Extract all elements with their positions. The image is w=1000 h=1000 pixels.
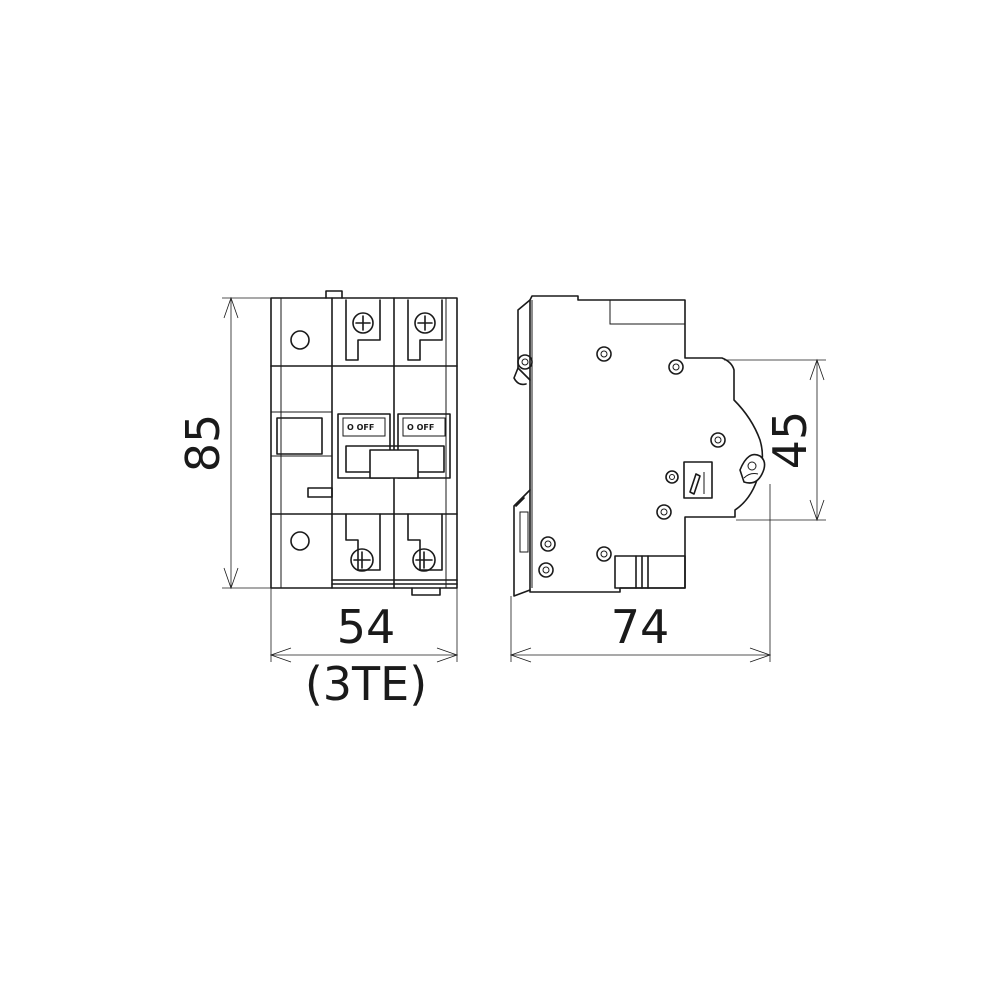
screw-icon xyxy=(350,548,374,572)
front-hole-top xyxy=(290,330,310,350)
side-indicator-window xyxy=(683,461,713,499)
side-body-outline xyxy=(529,295,764,593)
rivet-icon xyxy=(596,346,612,362)
switch-2-label: O OFF xyxy=(407,423,434,432)
side-view xyxy=(513,295,766,597)
dimension-lines xyxy=(222,296,826,663)
front-body-outline xyxy=(270,297,458,589)
rivet-icon xyxy=(668,359,684,375)
front-hole-bottom xyxy=(290,531,310,551)
rivet-icon xyxy=(710,432,726,448)
rivet-icon xyxy=(540,536,556,552)
screw-icon xyxy=(412,548,436,572)
rivet-icon xyxy=(665,470,679,484)
dim-modules-label: (3TE) xyxy=(305,657,427,711)
rivet-icon xyxy=(596,546,612,562)
dim-height-label: 85 xyxy=(176,414,230,473)
switch-1-label: O OFF xyxy=(347,423,374,432)
screw-icon xyxy=(414,312,436,334)
rivet-icon xyxy=(656,504,672,520)
rivet-icon xyxy=(517,354,533,370)
handle-coupler[interactable] xyxy=(369,449,419,479)
dim-front-height-label: 45 xyxy=(763,411,817,470)
dim-width-label: 54 xyxy=(337,600,396,654)
toggle-lever-icon[interactable] xyxy=(739,453,766,484)
dim-depth-label: 74 xyxy=(611,600,670,654)
rivet-icon xyxy=(538,562,554,578)
front-view: O OFF O OFF xyxy=(270,290,458,596)
screw-icon xyxy=(352,312,374,334)
